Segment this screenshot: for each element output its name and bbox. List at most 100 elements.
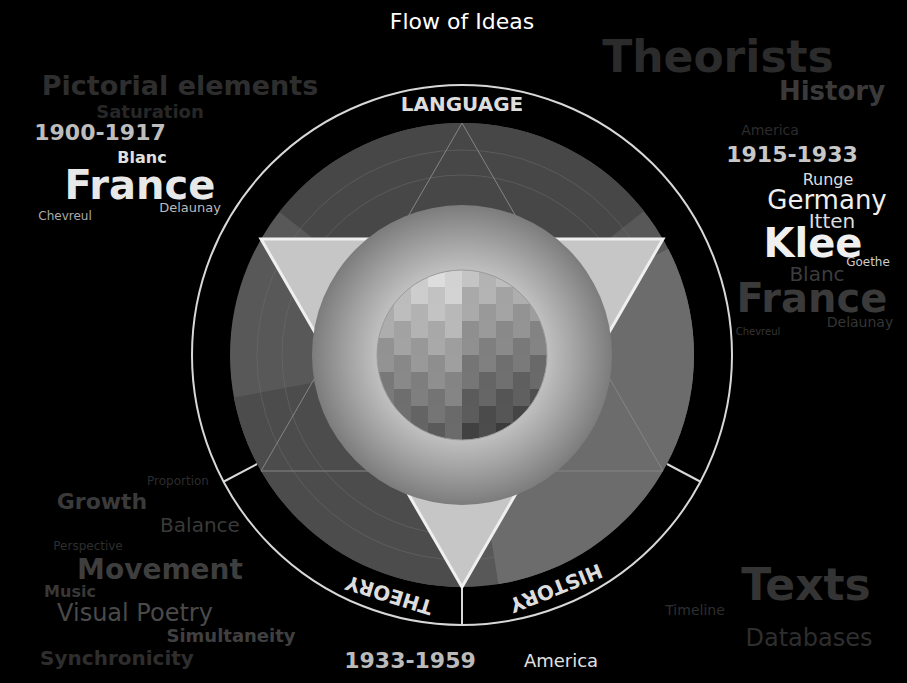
sphere-cell bbox=[462, 304, 480, 322]
color-sphere bbox=[377, 270, 548, 441]
sphere-cell bbox=[377, 406, 395, 424]
sphere-cell bbox=[462, 270, 480, 288]
sphere-cell bbox=[445, 423, 463, 441]
ring-divider bbox=[223, 464, 257, 482]
sphere-cell bbox=[411, 355, 429, 373]
sphere-cell bbox=[513, 389, 531, 407]
sphere-cell bbox=[394, 372, 412, 390]
word-label: Runge bbox=[803, 172, 854, 188]
sphere-cell bbox=[496, 406, 514, 424]
word-label: America bbox=[741, 123, 799, 137]
sphere-cell bbox=[513, 372, 531, 390]
inverted-triangle bbox=[261, 239, 663, 587]
word-label: Timeline bbox=[665, 603, 725, 617]
word-label: Theorists bbox=[602, 35, 834, 79]
sphere-cell bbox=[377, 270, 395, 288]
sphere-cell bbox=[428, 321, 446, 339]
ring-divider bbox=[667, 464, 701, 482]
word-label: Perspective bbox=[53, 540, 123, 552]
word-label: Proportion bbox=[147, 475, 209, 487]
word-label: America bbox=[524, 652, 598, 670]
sphere-cell bbox=[530, 423, 548, 441]
sphere-cell bbox=[394, 270, 412, 288]
sphere-cell bbox=[513, 338, 531, 356]
sphere-cell bbox=[513, 423, 531, 441]
sphere-cell bbox=[496, 287, 514, 305]
word-label: Blanc bbox=[117, 150, 166, 166]
sphere-cell bbox=[496, 372, 514, 390]
inner-circle bbox=[312, 205, 612, 505]
word-label: Pictorial elements bbox=[42, 72, 318, 99]
sphere-cell bbox=[411, 338, 429, 356]
word-label: Germany bbox=[767, 187, 887, 213]
sphere-cell bbox=[445, 372, 463, 390]
sphere-cell bbox=[479, 287, 497, 305]
word-label: Music bbox=[44, 584, 96, 600]
word-label: Synchronicity bbox=[40, 648, 194, 668]
word-label: France bbox=[737, 278, 888, 318]
sphere-cell bbox=[479, 406, 497, 424]
sphere-cell bbox=[411, 406, 429, 424]
word-label: Chevreul bbox=[38, 210, 91, 222]
sphere-cell bbox=[462, 389, 480, 407]
sphere-cell bbox=[377, 423, 395, 441]
sphere-cell bbox=[445, 406, 463, 424]
word-label: Balance bbox=[160, 515, 240, 535]
sphere-cell bbox=[445, 287, 463, 305]
sphere-cell bbox=[530, 406, 548, 424]
word-label: Databases bbox=[745, 626, 872, 650]
sphere-cell bbox=[462, 406, 480, 424]
word-label: LANGUAGE bbox=[401, 94, 524, 114]
sphere-cell bbox=[496, 338, 514, 356]
sphere-cell bbox=[513, 321, 531, 339]
sphere-cell bbox=[377, 338, 395, 356]
sphere-cell bbox=[513, 304, 531, 322]
word-label: History bbox=[779, 78, 885, 104]
word-label: 1933-1959 bbox=[344, 650, 476, 672]
sphere-cell bbox=[377, 287, 395, 305]
sphere-cell bbox=[445, 321, 463, 339]
sphere-cell bbox=[496, 304, 514, 322]
sphere-cell bbox=[462, 372, 480, 390]
sphere-cell bbox=[530, 287, 548, 305]
sphere-cell bbox=[479, 389, 497, 407]
sphere-cell bbox=[428, 389, 446, 407]
sphere-cell bbox=[445, 338, 463, 356]
word-label: 1900-1917 bbox=[34, 122, 166, 144]
sphere-cell bbox=[445, 304, 463, 322]
sphere-cell bbox=[445, 270, 463, 288]
sphere-cell bbox=[462, 287, 480, 305]
word-label: Visual Poetry bbox=[57, 601, 213, 625]
sphere-cell bbox=[513, 270, 531, 288]
sphere-cell bbox=[496, 389, 514, 407]
sphere-cell bbox=[428, 287, 446, 305]
sphere-cell bbox=[445, 389, 463, 407]
sphere-cell bbox=[394, 355, 412, 373]
word-label: Goethe bbox=[846, 256, 890, 268]
ring-divider bbox=[461, 587, 463, 626]
disk-ring bbox=[257, 150, 667, 560]
sphere-cell bbox=[428, 406, 446, 424]
sphere-cell bbox=[479, 321, 497, 339]
sphere-cell bbox=[462, 321, 480, 339]
sphere-cell bbox=[496, 321, 514, 339]
diagram-title: Flow of Ideas bbox=[390, 11, 534, 33]
sphere-cell bbox=[428, 304, 446, 322]
sphere-cell bbox=[411, 321, 429, 339]
word-label: Growth bbox=[57, 491, 148, 513]
sphere-cell bbox=[530, 338, 548, 356]
sphere-cell bbox=[394, 304, 412, 322]
sphere-cell bbox=[394, 338, 412, 356]
sphere-cell bbox=[428, 372, 446, 390]
disk-sectors bbox=[60, 40, 860, 683]
sphere-cell bbox=[445, 355, 463, 373]
sphere-cell bbox=[479, 304, 497, 322]
sphere-cell bbox=[462, 355, 480, 373]
sphere-cell bbox=[530, 270, 548, 288]
sphere-cell bbox=[411, 304, 429, 322]
sphere-cell bbox=[513, 355, 531, 373]
word-label: Simultaneity bbox=[166, 627, 295, 645]
word-label: Saturation bbox=[96, 103, 204, 121]
disk-ring bbox=[282, 175, 642, 535]
